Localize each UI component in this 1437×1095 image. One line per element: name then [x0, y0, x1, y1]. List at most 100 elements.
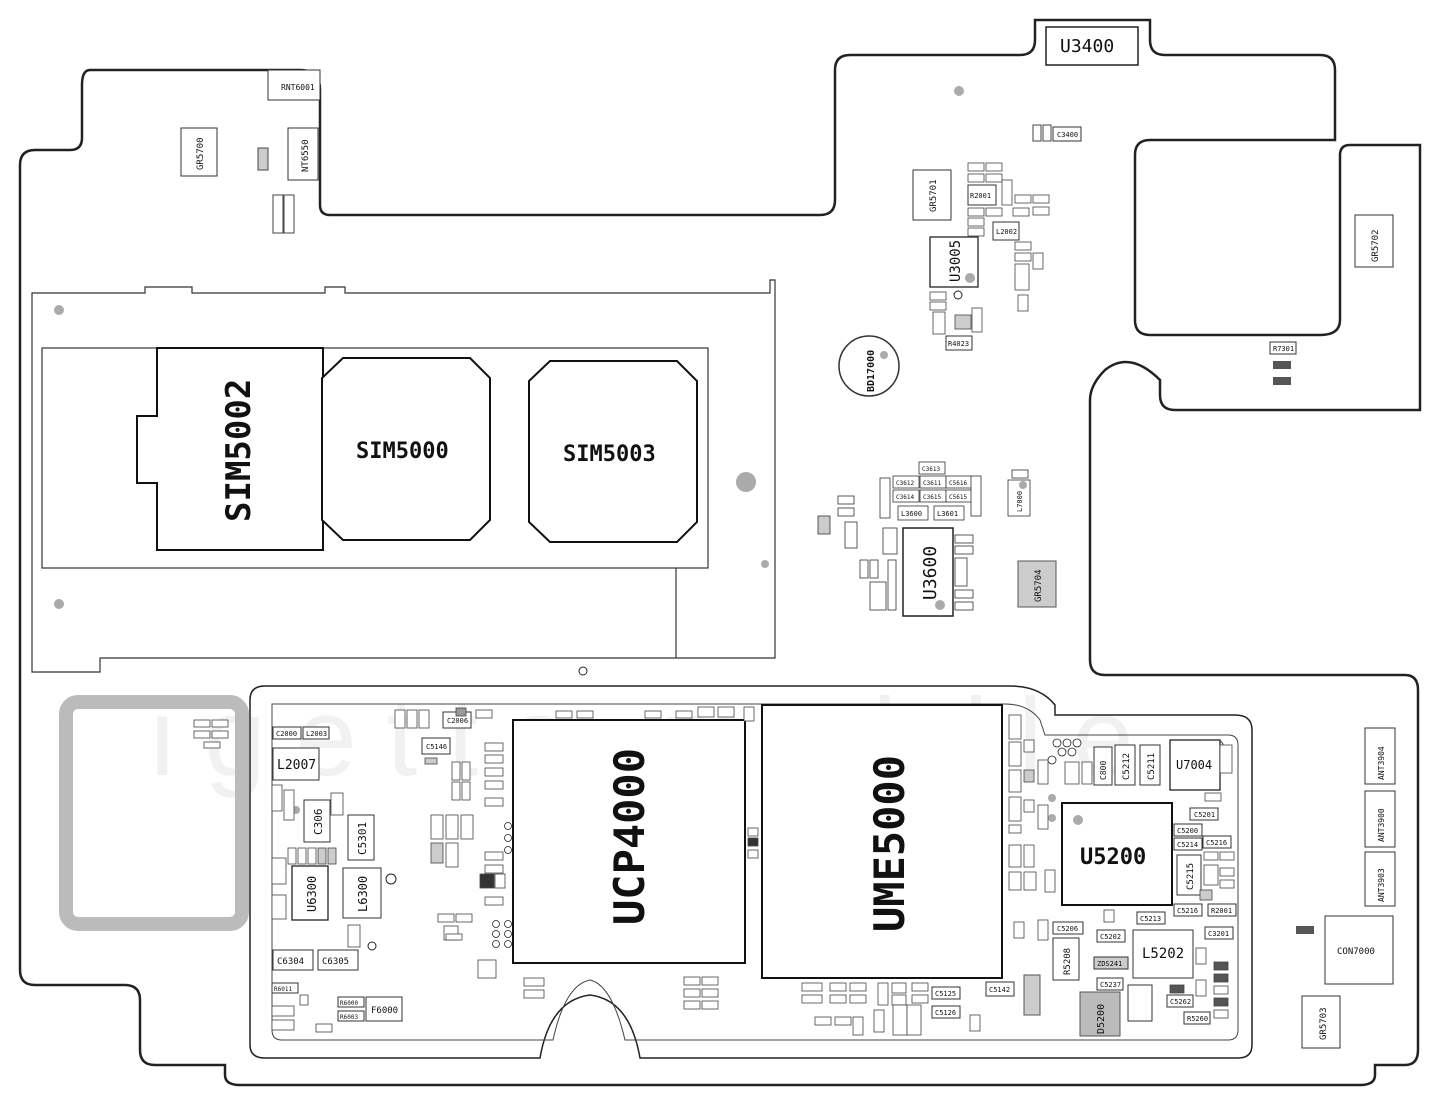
r2001b-pad [1207, 903, 1237, 917]
r2001-pad [967, 184, 997, 206]
c5237-label: C5237 [1100, 981, 1121, 989]
sim-cage-outline [31, 279, 776, 673]
u3600-pad [902, 527, 954, 617]
d5200-pad [1079, 991, 1121, 1037]
l6300-pad [342, 867, 382, 919]
c5212-pad [1114, 744, 1136, 786]
u3600-label: U3600 [920, 546, 941, 600]
lower-board-outline [249, 685, 1253, 1059]
c5200-pad [1173, 823, 1203, 837]
c3614-label: C3614 [896, 494, 914, 501]
c5126-pad [931, 1005, 961, 1019]
l7000-label: L7000 [1016, 491, 1024, 512]
pad-block [1023, 974, 1041, 1016]
l5202-pad [1132, 929, 1194, 979]
r2001b-label: R2001 [1211, 907, 1232, 915]
c5125-pad [931, 986, 961, 1000]
con7000-label: CON7000 [1337, 947, 1375, 957]
r5260-label: R5260 [1187, 1015, 1208, 1023]
sim-tray-frame [41, 347, 709, 569]
r6003-label: R6003 [340, 1014, 358, 1021]
pad-block [1042, 124, 1052, 142]
ant3900-label: ANT3900 [1377, 808, 1386, 842]
f6000-pad [365, 996, 403, 1022]
ant3904-label: ANT3904 [1377, 746, 1386, 780]
u3005-label: U3005 [948, 240, 964, 282]
c5146-pad [421, 737, 451, 755]
c5206-label: C5206 [1057, 925, 1078, 933]
c5262-pad [1166, 994, 1194, 1008]
c5301-pad [347, 814, 375, 861]
c6304-label: C6304 [277, 957, 304, 967]
c5206-pad [1052, 921, 1084, 935]
c5301-label: C5301 [356, 822, 369, 855]
c6305-pad [317, 949, 359, 971]
c3611-label: C3611 [923, 480, 941, 487]
c5211-pad [1139, 744, 1161, 786]
c5142-label: C5142 [989, 986, 1010, 994]
zds241-label: ZDS241 [1097, 960, 1122, 968]
sim5003-footprint [528, 360, 698, 543]
c5200-label: C5200 [1177, 827, 1198, 835]
pad-block [272, 194, 284, 234]
gr5704-label: GR5704 [1034, 569, 1044, 602]
r6003-pad [337, 1010, 365, 1022]
c5202-label: C5202 [1100, 933, 1121, 941]
l5202-label: L5202 [1142, 946, 1184, 962]
pad-block [1127, 984, 1153, 1022]
gr5700-pad [180, 127, 218, 177]
u6300-label: U6300 [305, 876, 319, 912]
l6300-label: L6300 [356, 876, 370, 912]
gr5702-label: GR5702 [1371, 229, 1381, 262]
ume5000-label: UME5000 [865, 755, 914, 932]
c5201-pad [1189, 807, 1219, 821]
nt6550-label: NT6550 [301, 139, 311, 172]
c5201-label: C5201 [1194, 811, 1215, 819]
c2006-label: C2006 [447, 717, 468, 725]
c800-label: C800 [1099, 761, 1108, 780]
board-outline [18, 18, 1422, 1087]
sim5002-label: SIM5002 [219, 379, 259, 522]
r2001-label: R2001 [970, 192, 991, 200]
gr5701-pad [912, 169, 952, 221]
c306-label: C306 [312, 809, 325, 836]
gr5703-label: GR5703 [1319, 1007, 1329, 1040]
pad-block [283, 194, 295, 234]
c6304-pad [272, 949, 314, 971]
sim5000-footprint [321, 357, 491, 541]
c2000-label: C2000 [276, 730, 297, 738]
bd17000-label: BD17000 [866, 350, 877, 392]
c5213-pad [1136, 911, 1166, 925]
c5215-label: C5215 [1186, 863, 1196, 890]
c2000-pad [272, 726, 302, 740]
c5616-label: C5616 [949, 480, 967, 487]
right-small-parts [1013, 744, 1235, 1019]
c306-pad [303, 799, 331, 843]
pad-block [257, 147, 269, 171]
left-small-parts [271, 784, 361, 1033]
con7000-pad [1324, 915, 1394, 985]
c5216-label: C5216 [1206, 839, 1227, 847]
l2002-label: L2002 [996, 228, 1017, 236]
u3600-cluster [817, 461, 1031, 611]
pad-block [1032, 124, 1042, 142]
ant3903-label: ANT3903 [1377, 868, 1386, 902]
r4023-label: R4023 [948, 340, 969, 348]
f6000-label: F6000 [371, 1006, 398, 1016]
sim5003-label: SIM5003 [563, 442, 656, 467]
ucp4000-pad [512, 719, 746, 964]
u6300-pad [291, 865, 329, 921]
r6000-pad [337, 996, 365, 1008]
sim5000-label: SIM5000 [356, 439, 449, 464]
u3400-label: U3400 [1060, 36, 1114, 57]
c5146-label: C5146 [426, 743, 447, 751]
c3400-label: C3400 [1057, 131, 1078, 139]
c5142-pad [985, 981, 1015, 997]
gr5704-pad [1017, 560, 1057, 608]
r5208-label: R5208 [1063, 948, 1073, 975]
l2007-label: L2007 [277, 758, 316, 773]
c5216b-label: C5216 [1177, 907, 1198, 915]
r6011-pad [271, 982, 299, 994]
c3400-pad [1052, 126, 1082, 142]
rnt6001-pad [267, 69, 321, 101]
